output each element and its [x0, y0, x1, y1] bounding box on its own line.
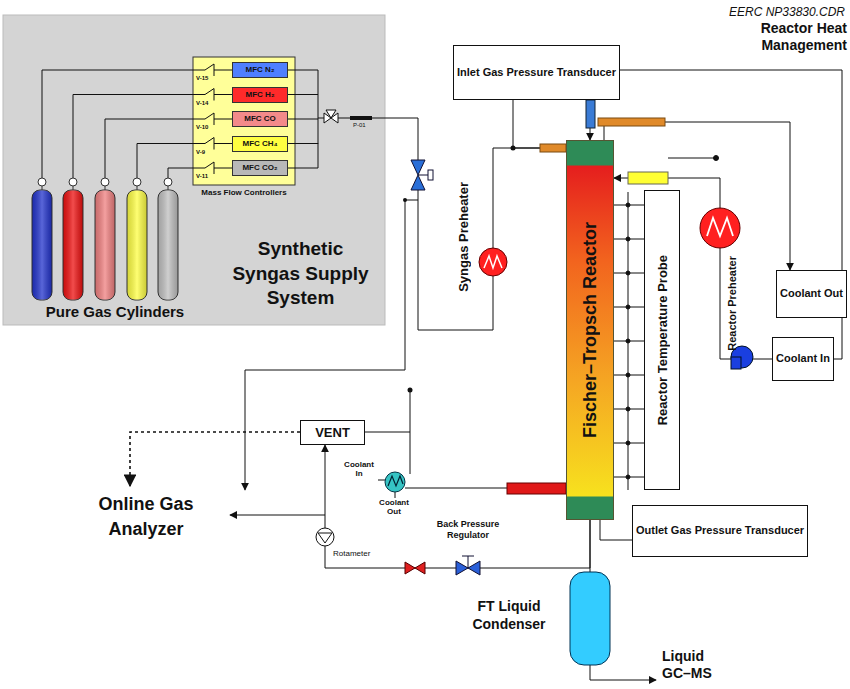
valve-tag: V-11	[196, 173, 220, 179]
node-text: Outlet Gas Pressure Transducer	[633, 522, 807, 540]
node-text: MFC N₂	[243, 64, 278, 76]
tap-dot	[626, 305, 630, 309]
tap-dot	[626, 407, 630, 411]
reactor-preheater	[700, 208, 740, 248]
pipe-connector	[600, 520, 632, 540]
process-box: Inlet Gas Pressure Transducer	[453, 45, 620, 100]
valve-tag: V-10	[196, 124, 220, 130]
pipe-connector	[604, 122, 790, 270]
node-text: VENT	[312, 424, 353, 441]
tap-dot	[626, 441, 630, 445]
rotameter	[316, 528, 334, 546]
analyzer-label: Online Gas Analyzer	[66, 492, 226, 542]
valve-tag: V-14	[196, 100, 220, 106]
side-nozzle	[628, 172, 668, 184]
coolant-inlet-tube	[586, 100, 595, 128]
coolant-label: Coolant In	[340, 461, 378, 479]
mfc-box: MFC N₂	[232, 62, 288, 78]
equipment-label: FT Liquid Condenser	[452, 597, 566, 633]
equipment-label: Syngas Preheater	[456, 182, 471, 292]
gas-cylinders	[32, 190, 178, 300]
equipment-label: Rotameter	[333, 549, 385, 558]
pipe-tag: P-01	[353, 122, 373, 128]
probe-box: Reactor Temperature Probe	[644, 190, 680, 490]
mfc-box: MFC CO	[232, 111, 288, 127]
tap-dot	[626, 203, 630, 207]
process-box: Coolant Out	[776, 270, 847, 318]
file-code: EERC NP33830.CDR	[688, 5, 845, 19]
inlet-nozzle	[540, 144, 566, 152]
mfc-box: MFC CO₂	[232, 160, 288, 176]
vent-box: VENT	[300, 420, 365, 445]
node-text: MFC CH₄	[240, 138, 281, 150]
node-text: Fischer–Tropsch Reactor	[581, 218, 599, 442]
gas-lines	[42, 70, 656, 680]
needle-valve	[405, 562, 425, 574]
mfc-box: MFC H₂	[232, 87, 288, 103]
ft-liquid-condenser	[570, 572, 610, 665]
node-text: Coolant Out	[777, 285, 846, 303]
node-text: MFC H₂	[243, 89, 278, 101]
node-text: MFC CO₂	[239, 162, 280, 174]
valve-tag: V-9	[196, 149, 220, 155]
pipe-connector	[513, 100, 566, 148]
coolant-outlet-nozzle	[598, 118, 665, 126]
section-title: Reactor Heat Management	[735, 20, 847, 54]
mfc-housing	[193, 57, 295, 185]
reactor-column: Fischer–Tropsch Reactor	[566, 140, 614, 520]
node-text: Coolant In	[773, 350, 833, 368]
supply-panel	[3, 15, 385, 325]
node-text: MFC CO	[241, 113, 279, 125]
back-pressure-regulator	[456, 556, 480, 575]
node-text: Inlet Gas Pressure Transducer	[454, 64, 619, 82]
coolant-label: Coolant Out	[372, 499, 416, 517]
node-text: Synthetic Syngas Supply System	[223, 237, 378, 311]
process-box: Outlet Gas Pressure Transducer	[632, 505, 808, 557]
tap-dot	[626, 475, 630, 479]
tap-dot	[626, 271, 630, 275]
tap-dot	[626, 237, 630, 241]
equipment-label: Back Pressure Regulator	[424, 519, 512, 541]
heat-exchanger	[385, 472, 405, 492]
mixing-valve	[324, 110, 338, 123]
equipment-label: Reactor Preheater	[726, 256, 738, 351]
supply-panel-node: Synthetic Syngas Supply System Mass Flow …	[3, 15, 385, 325]
tap-dot	[626, 373, 630, 377]
output-label: Liquid GC–MS	[662, 648, 722, 682]
valve-tag: V-15	[196, 75, 220, 81]
pipe-connector	[325, 445, 590, 568]
regulator-gauges	[38, 178, 172, 190]
node-text: Mass Flow Controllers	[179, 188, 309, 198]
outlet-nozzle	[507, 483, 566, 494]
pipe-connector	[614, 178, 772, 359]
syngas-preheater	[479, 248, 507, 276]
tap-dot	[626, 339, 630, 343]
inlet-valve	[411, 160, 433, 190]
panel-caption: Pure Gas Cylinders	[30, 303, 200, 320]
process-box: Coolant In	[772, 337, 834, 381]
tap-line	[668, 158, 716, 159]
mfc-box: MFC CH₄	[232, 136, 288, 152]
node-text: Reactor Temperature Probe	[656, 251, 669, 429]
